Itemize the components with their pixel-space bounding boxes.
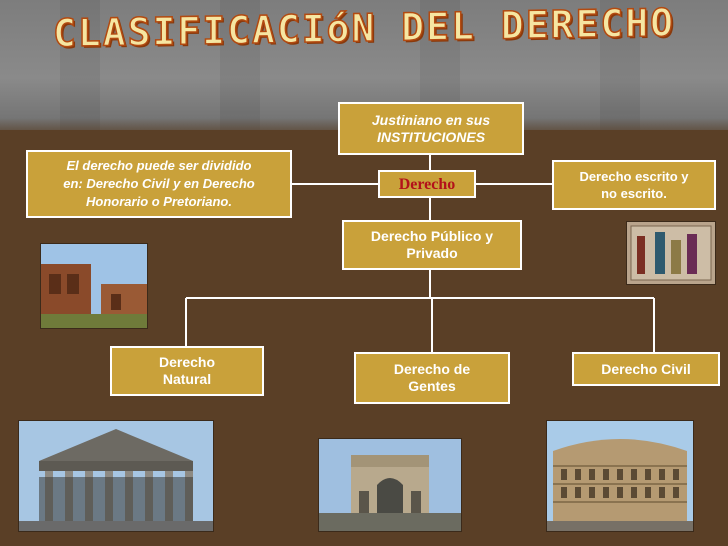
box-civil-label: Derecho Civil — [601, 360, 691, 377]
box-dividido: El derecho puede ser dividido en: Derech… — [26, 150, 292, 218]
stone-wall-background — [0, 0, 728, 130]
box-derecho: Derecho — [378, 170, 476, 198]
box-natural-label: Derecho Natural — [158, 354, 216, 387]
wall-panel — [60, 0, 100, 130]
box-justiniano: Justiniano en sus INSTITUCIONES — [338, 102, 524, 155]
box-escrito-label: Derecho escrito y no escrito. — [579, 169, 689, 201]
box-escrito: Derecho escrito y no escrito. — [552, 160, 716, 210]
box-justiniano-label: Justiniano en sus INSTITUCIONES — [371, 111, 491, 145]
roman-ruins-photo — [40, 243, 148, 329]
wall-panel — [220, 0, 260, 130]
box-gentes-label: Derecho de Gentes — [393, 361, 471, 394]
box-gentes: Derecho de Gentes — [354, 352, 510, 404]
box-publico-privado: Derecho Público y Privado — [342, 220, 522, 270]
pantheon-photo — [18, 420, 214, 532]
wall-panel — [600, 0, 640, 130]
roman-fresco-photo — [626, 221, 716, 285]
box-civil: Derecho Civil — [572, 352, 720, 386]
box-publico-label: Derecho Público y Privado — [370, 228, 494, 261]
triumphal-arch-photo — [318, 438, 462, 532]
box-natural: Derecho Natural — [110, 346, 264, 396]
box-dividido-label: El derecho puede ser dividido en: Derech… — [63, 158, 255, 209]
colosseum-photo — [546, 420, 694, 532]
box-derecho-label: Derecho — [398, 175, 456, 193]
